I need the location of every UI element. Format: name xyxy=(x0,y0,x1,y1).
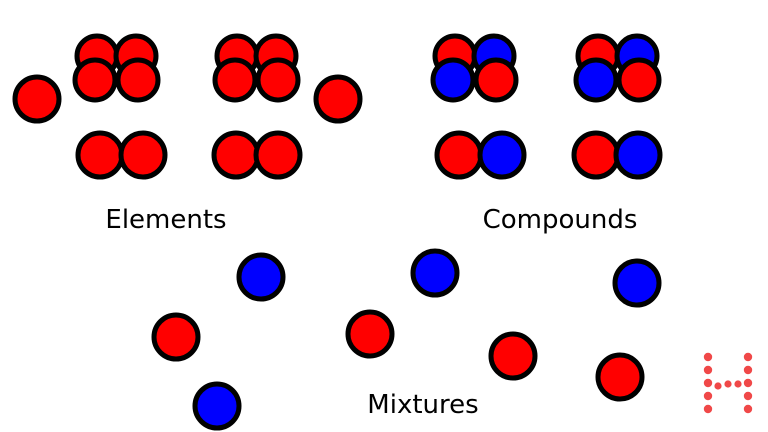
red-atom xyxy=(473,57,519,103)
blue-atom xyxy=(430,57,476,103)
red-atom xyxy=(72,57,118,103)
blue-atom xyxy=(410,248,460,298)
blue-atom xyxy=(612,258,662,308)
compound-molecule-pair-1 xyxy=(434,130,527,180)
red-atom xyxy=(571,130,621,180)
element-molecule-pair-2 xyxy=(211,130,303,180)
element-molecule-quad-1 xyxy=(72,33,161,103)
mixtures-label: Mixtures xyxy=(367,390,478,420)
red-atom xyxy=(151,312,201,362)
red-atom xyxy=(595,352,645,402)
compound-molecule-pair-2 xyxy=(571,130,663,180)
red-atom xyxy=(253,130,303,180)
blue-atom xyxy=(192,381,242,431)
red-atom xyxy=(118,130,168,180)
red-atom-single xyxy=(313,74,363,124)
red-atom xyxy=(616,57,662,103)
red-atom xyxy=(211,130,261,180)
compound-molecule-quad-1 xyxy=(430,33,519,103)
blue-atom xyxy=(573,57,619,103)
compounds-label: Compounds xyxy=(483,205,638,235)
red-atom-single xyxy=(12,74,62,124)
compounds-group xyxy=(430,33,663,180)
elements-group xyxy=(12,33,363,180)
blue-atom xyxy=(613,130,663,180)
elements-label: Elements xyxy=(105,205,226,235)
mixtures-group xyxy=(151,248,662,431)
red-atom xyxy=(434,130,484,180)
element-molecule-pair-1 xyxy=(75,130,168,180)
compound-molecule-quad-2 xyxy=(573,33,662,103)
red-atom xyxy=(255,57,301,103)
element-molecule-quad-2 xyxy=(212,33,301,103)
red-atom xyxy=(115,57,161,103)
red-atom xyxy=(488,331,538,381)
red-atom xyxy=(212,57,258,103)
h-logo xyxy=(703,352,753,414)
red-atom xyxy=(345,309,395,359)
red-atom xyxy=(75,130,125,180)
blue-atom xyxy=(236,252,286,302)
blue-atom xyxy=(477,130,527,180)
